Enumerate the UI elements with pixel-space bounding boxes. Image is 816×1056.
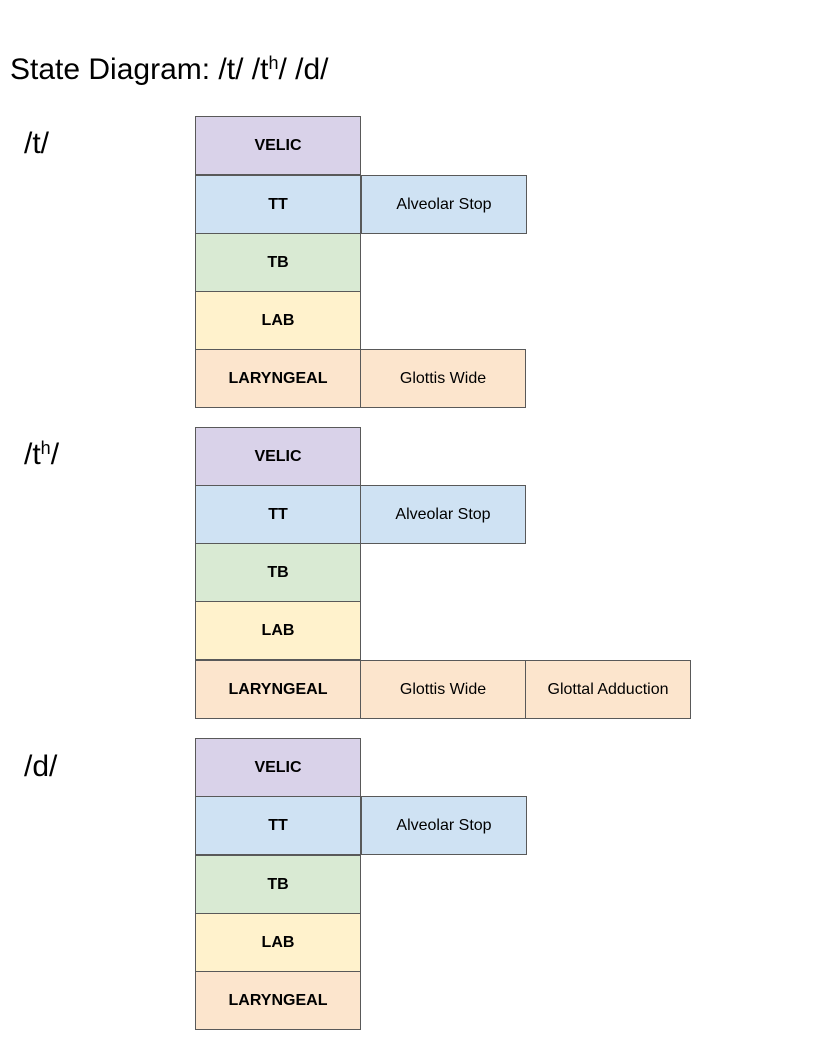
tier-velic: VELIC [195,427,361,486]
tier-tt: TT [195,175,361,234]
title-text: State Diagram: /t/ /t [10,53,269,86]
label-text-end: / [50,438,60,471]
tier-laryngeal: LARYNGEAL [195,660,361,719]
tier-tb: TB [195,855,361,914]
tier-lab: LAB [195,913,361,972]
segment-label-th: /th/ [24,437,59,473]
label-superscript: h [40,438,51,459]
tier-tt: TT [195,796,361,855]
segment-label-t: /t/ [24,127,50,160]
gesture-glottis-wide: Glottis Wide [360,660,526,719]
title-text-end: / /d/ [278,53,329,86]
tier-velic: VELIC [195,738,361,797]
title-superscript: h [268,53,279,74]
page-title: State Diagram: /t/ /th/ /d/ [10,52,328,88]
segment-label-d: /d/ [24,750,58,783]
gesture-glottis-wide: Glottis Wide [360,349,526,408]
gesture-glottal-adduction: Glottal Adduction [525,660,691,719]
tier-lab: LAB [195,601,361,660]
label-text: /t [24,438,41,471]
gesture-alveolar-stop: Alveolar Stop [360,485,526,544]
tier-tt: TT [195,485,361,544]
gesture-alveolar-stop: Alveolar Stop [361,175,527,234]
tier-lab: LAB [195,291,361,350]
tier-tb: TB [195,233,361,292]
tier-velic: VELIC [195,116,361,175]
tier-laryngeal: LARYNGEAL [195,349,361,408]
gesture-alveolar-stop: Alveolar Stop [361,796,527,855]
tier-tb: TB [195,543,361,602]
tier-laryngeal: LARYNGEAL [195,971,361,1030]
